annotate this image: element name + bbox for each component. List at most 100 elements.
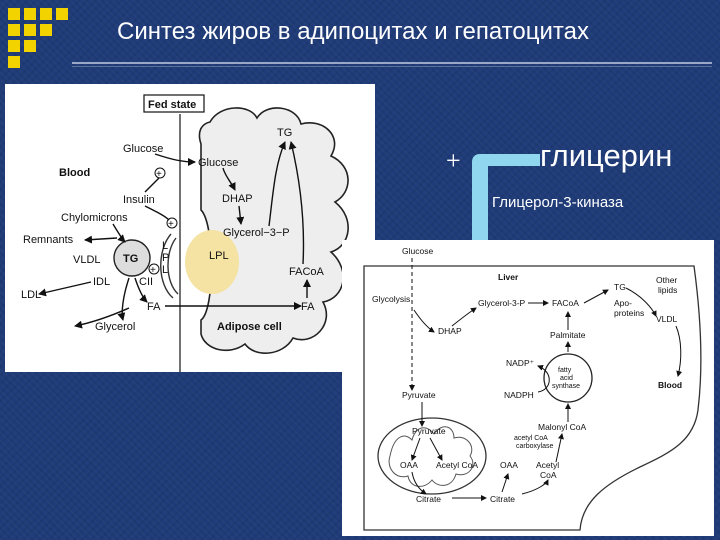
apoproteins-line-1: Apo- bbox=[614, 298, 632, 308]
vldl-label: VLDL bbox=[73, 254, 101, 266]
liver-facoa-label: FACoA bbox=[552, 298, 579, 308]
idl-label: IDL bbox=[93, 276, 110, 288]
liver-glycerol-3p-label: Glycerol-3-P bbox=[478, 298, 526, 308]
nadph-label: NADPH bbox=[504, 390, 534, 400]
cii-plus-mark: + bbox=[150, 265, 156, 276]
cii-plus-circle bbox=[148, 263, 160, 275]
liver-glucose-label: Glucose bbox=[402, 246, 433, 256]
acetyl-coa-cyto-line-2: CoA bbox=[540, 470, 557, 480]
tg-lipoprotein-label: TG bbox=[123, 253, 138, 265]
other-lipids-line-1: Other bbox=[656, 275, 677, 285]
carboxylase-line-2: carboxylase bbox=[516, 443, 553, 450]
cii-label: CII bbox=[139, 276, 153, 288]
pyruvate-mito-label: Pyruvate bbox=[412, 426, 446, 436]
lpl-label: LPL bbox=[209, 250, 229, 262]
liver-dhap-label: DHAP bbox=[438, 326, 462, 336]
glycerol-3p-label: Glycerol−3−P bbox=[223, 227, 290, 239]
arrow-vldl-blood bbox=[675, 325, 683, 377]
fa-cell-label: FA bbox=[301, 301, 315, 313]
citrate-cyto-label: Citrate bbox=[490, 494, 515, 504]
arrow-glycolysis-dhap bbox=[413, 309, 435, 333]
arrow-glucose-dhap bbox=[222, 167, 236, 191]
arrow-facoa-tg bbox=[288, 141, 305, 265]
title-rule bbox=[72, 62, 712, 64]
liver-cell-outline bbox=[363, 265, 702, 531]
citrate-mito-label: Citrate bbox=[416, 494, 441, 504]
lpl-ellipse bbox=[185, 230, 239, 294]
arrow-dhap-glycerol3p bbox=[451, 307, 477, 327]
adipose-cell-label: Adipose cell bbox=[217, 321, 282, 333]
arrow-idl-ldl bbox=[38, 281, 92, 297]
mitochondrion-cristae bbox=[388, 426, 474, 487]
oaa-cyto-label: OAA bbox=[500, 460, 518, 470]
liver-tg-label: TG bbox=[614, 282, 626, 292]
lipoprotein-particle bbox=[113, 239, 151, 277]
fed-state-box bbox=[143, 94, 205, 113]
insulin-plus-circle-1 bbox=[154, 167, 166, 179]
pyruvate-cytosol-label: Pyruvate bbox=[402, 390, 436, 400]
liver-arrows bbox=[409, 258, 683, 501]
arrow-mito-citrate bbox=[411, 471, 427, 495]
arrow-facoa-tg bbox=[583, 289, 609, 304]
insulin-plus-mark-1: + bbox=[156, 169, 162, 180]
other-lipids-line-2: lipids bbox=[658, 285, 677, 295]
malonyl-coa-label: Malonyl CoA bbox=[538, 422, 587, 432]
arrow-remnants bbox=[84, 235, 118, 244]
chylomicrons-label: Chylomicrons bbox=[61, 212, 128, 224]
glucose-blood-label: Glucose bbox=[123, 143, 163, 155]
arrow-pyruvate-oaa bbox=[410, 437, 421, 461]
fas-line-3: synthase bbox=[552, 383, 580, 390]
liver-blood-label: Blood bbox=[658, 380, 682, 390]
arrow-acetylcoa-malonyl bbox=[555, 433, 564, 463]
acetyl-coa-cyto-line-1: Acetyl bbox=[536, 460, 559, 470]
lpl-letter-2: P bbox=[162, 252, 169, 264]
plus-sign: + bbox=[446, 146, 461, 175]
fas-line-2: acid bbox=[560, 375, 573, 382]
arrow-nadph-nadp bbox=[537, 364, 550, 393]
capillary-wall-inner bbox=[167, 237, 179, 295]
adipose-arrows bbox=[38, 141, 311, 329]
arrow-to-glycerol bbox=[74, 307, 130, 329]
arrow-glucose-transport bbox=[154, 153, 196, 166]
title-rule-thin bbox=[72, 66, 712, 67]
dhap-label: DHAP bbox=[222, 193, 253, 205]
palmitate-label: Palmitate bbox=[550, 330, 586, 340]
glucose-cell-label: Glucose bbox=[198, 157, 238, 169]
arrow-glycerol3p-tg bbox=[268, 141, 286, 227]
arrow-insulin-glucose bbox=[144, 177, 160, 193]
slide-title: Синтез жиров в адипоцитах и гепатоцитах bbox=[117, 18, 589, 45]
capillary-wall-outer bbox=[160, 233, 174, 299]
arrow-tg-vldl bbox=[625, 287, 657, 317]
liver-label: Liver bbox=[498, 272, 519, 282]
arrow-insulin-lpl bbox=[144, 205, 170, 221]
fed-state-label: Fed state bbox=[148, 99, 196, 111]
adipose-diagram: Fed state Blood Glucose Glucose Insulin … bbox=[5, 84, 375, 372]
arrow-dhap-glycerol3p bbox=[236, 205, 245, 225]
glycerol-label: Glycerol bbox=[95, 321, 135, 333]
fas-line-1: fatty bbox=[558, 367, 572, 374]
tg-cell-label: TG bbox=[277, 127, 292, 139]
arrow-tg-glycerol bbox=[117, 277, 130, 321]
lpl-letter-3: L bbox=[162, 264, 168, 276]
glycerol-kinase-label: Глицерол-3-киназа bbox=[492, 194, 624, 211]
glycolysis-label: Glycolysis bbox=[372, 294, 410, 304]
arrow-chylomicrons-tg bbox=[112, 223, 126, 243]
lpl-letter-1: L bbox=[162, 240, 168, 252]
blood-label: Blood bbox=[59, 167, 90, 179]
fa-blood-label: FA bbox=[147, 301, 161, 313]
remnants-label: Remnants bbox=[23, 234, 74, 246]
insulin-label: Insulin bbox=[123, 194, 155, 206]
apoproteins-line-2: proteins bbox=[614, 308, 644, 318]
facoa-label: FACoA bbox=[289, 266, 325, 278]
oaa-mito-label: OAA bbox=[400, 460, 418, 470]
fatty-acid-synthase-circle bbox=[543, 353, 593, 403]
insulin-plus-circle-2 bbox=[166, 217, 178, 229]
arrow-citrate-oaa bbox=[501, 473, 510, 493]
glycerin-label: глицерин bbox=[540, 138, 673, 173]
liver-vldl-label: VLDL bbox=[656, 314, 678, 324]
arrow-citrate-acetylcoa bbox=[521, 479, 549, 495]
adipose-cell-shape bbox=[198, 107, 349, 354]
acetyl-coa-mito-label: Acetyl CoA bbox=[436, 460, 478, 470]
mitochondrion bbox=[377, 417, 487, 495]
logo-squares bbox=[8, 8, 68, 68]
